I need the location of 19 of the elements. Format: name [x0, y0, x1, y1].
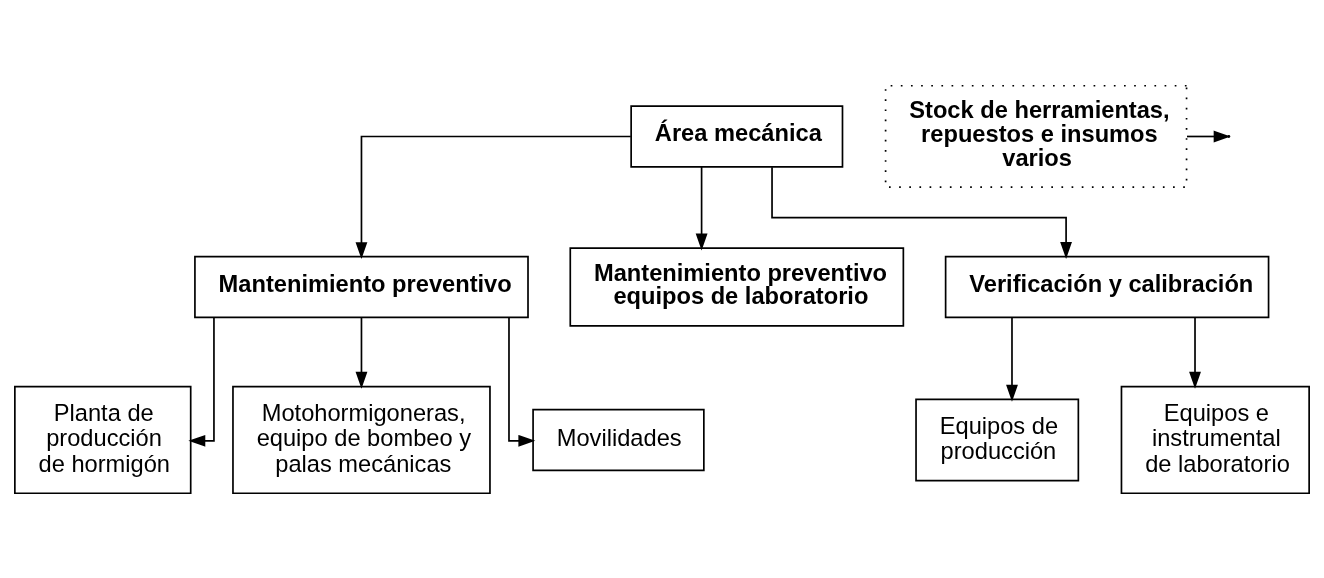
node-box: Movilidades [532, 408, 705, 471]
arrow [695, 165, 708, 251]
node-box: Stock de herramientas, repuestos e insumos varios [884, 84, 1188, 188]
arrow [188, 316, 215, 447]
node-box: Planta de producción de hormigón [14, 385, 192, 494]
node-box: Equipos e instrumental de laboratorio [1120, 385, 1310, 494]
node-box: Verificación y calibración [944, 255, 1270, 318]
arrow [355, 135, 632, 259]
arrow [1186, 130, 1231, 142]
node-box: Mantenimiento preventivo [194, 255, 529, 318]
node-box: Mantenimiento preventivo equipos de laboratorio [569, 246, 905, 327]
arrow [1006, 316, 1018, 402]
node-box: Motohormigoneras, equipo de bombeo y palas mecánicas [232, 385, 491, 494]
arrow [508, 316, 536, 447]
node-box: Equipos de producción [915, 398, 1080, 481]
arrow [355, 316, 368, 389]
node-box: Área mecánica [630, 104, 844, 168]
arrow [1189, 316, 1201, 389]
arrow [771, 165, 1073, 259]
